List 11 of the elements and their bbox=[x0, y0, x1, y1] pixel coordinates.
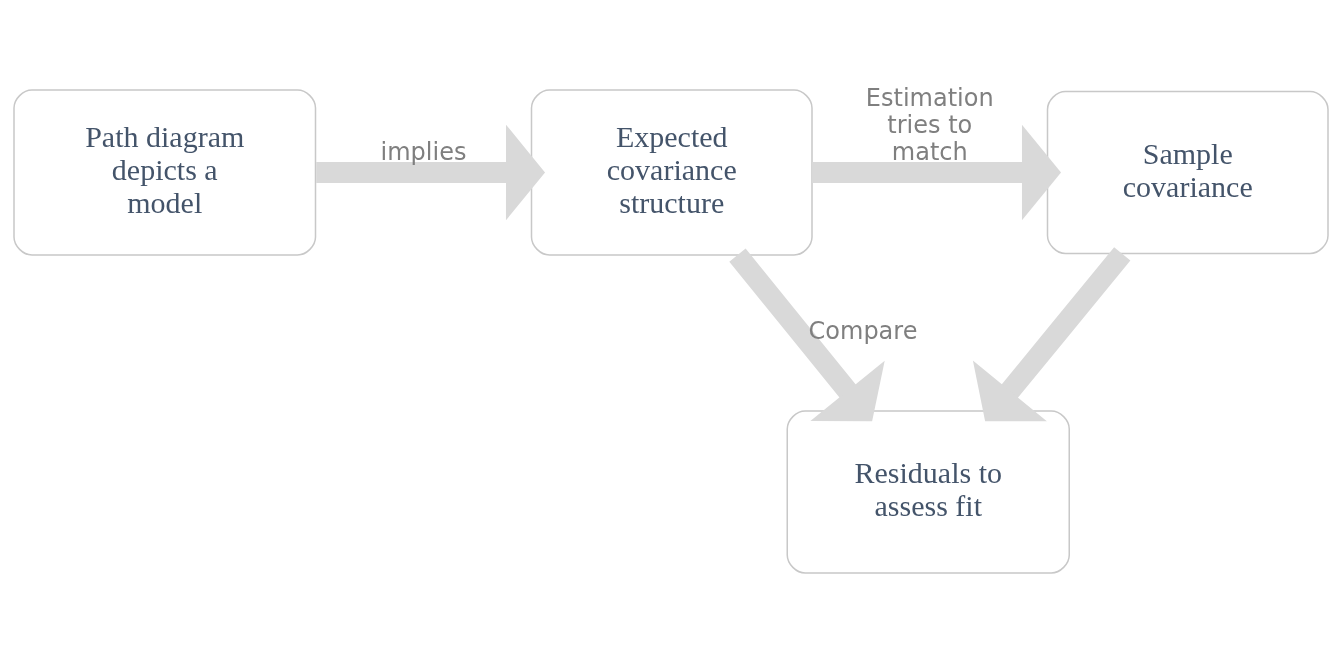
arrow bbox=[729, 248, 885, 422]
arrow bbox=[316, 124, 546, 221]
node-box: Residuals to assess fit bbox=[786, 410, 1070, 574]
edge-label: Estimation tries to match bbox=[865, 84, 994, 167]
edge-label: Compare bbox=[808, 316, 918, 345]
arrow bbox=[972, 247, 1131, 422]
node-box: Path diagram depicts a model bbox=[13, 89, 317, 256]
edge-label: implies bbox=[380, 138, 467, 167]
node-box: Expected covariance structure bbox=[530, 89, 813, 256]
node-box: Sample covariance bbox=[1046, 90, 1329, 255]
arrow bbox=[812, 124, 1061, 221]
